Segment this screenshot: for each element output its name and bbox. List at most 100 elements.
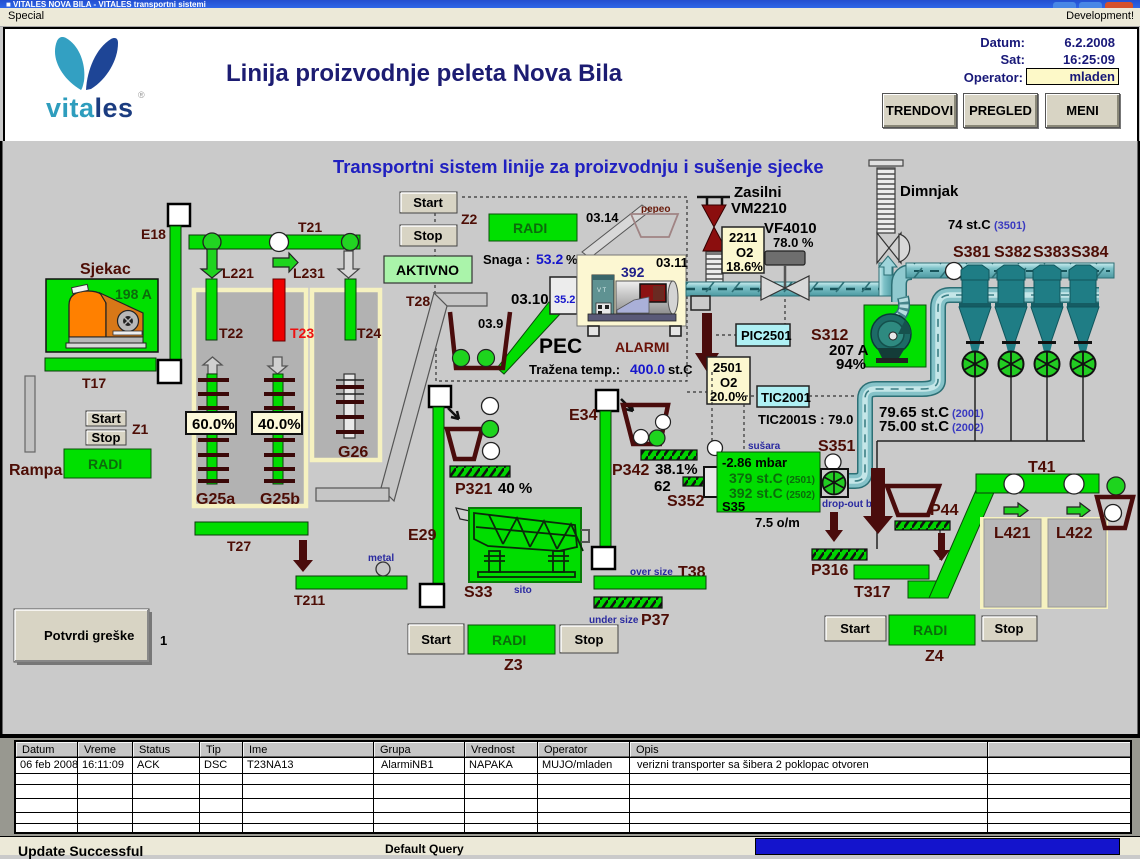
svg-text:Dimnjak: Dimnjak — [900, 183, 959, 200]
svg-text:T17: T17 — [82, 375, 106, 391]
svg-text:T41: T41 — [1028, 459, 1056, 476]
svg-text:RADI: RADI — [88, 456, 122, 472]
svg-text:V T: V T — [597, 288, 607, 294]
svg-text:L422: L422 — [1056, 525, 1093, 542]
svg-text:(3501): (3501) — [994, 220, 1026, 232]
svg-text:sušara: sušara — [748, 441, 781, 452]
svg-text:ALARMI: ALARMI — [615, 339, 669, 355]
svg-text:20.0%: 20.0% — [710, 389, 747, 404]
svg-text:400.0: 400.0 — [630, 361, 665, 377]
svg-text:TIC2001: TIC2001 — [761, 390, 811, 405]
svg-text:-2.86 mbar: -2.86 mbar — [722, 455, 787, 470]
svg-text:Stop: Stop — [414, 228, 443, 243]
svg-text:S351: S351 — [818, 438, 855, 455]
svg-text:Tražena temp.:: Tražena temp.: — [529, 362, 620, 377]
svg-text:S35: S35 — [722, 499, 745, 514]
svg-text:G25b: G25b — [260, 491, 300, 508]
svg-text:S33: S33 — [464, 584, 493, 601]
svg-text:S382: S382 — [994, 244, 1031, 261]
svg-text:03.9: 03.9 — [478, 316, 503, 331]
svg-text:VM2210: VM2210 — [731, 200, 787, 217]
svg-text:T23: T23 — [290, 325, 314, 341]
svg-text:74 st.C: 74 st.C — [948, 217, 991, 232]
svg-text:E18: E18 — [141, 226, 166, 242]
svg-text:Z2: Z2 — [461, 211, 478, 227]
svg-text:78.0 %: 78.0 % — [773, 235, 814, 250]
svg-text:Start: Start — [840, 621, 870, 636]
svg-text:Stop: Stop — [995, 621, 1024, 636]
svg-text:P321: P321 — [455, 481, 492, 498]
svg-text:T22: T22 — [219, 325, 243, 341]
svg-text:03.10: 03.10 — [511, 291, 549, 308]
svg-text:53.2: 53.2 — [536, 251, 563, 267]
svg-text:PEC: PEC — [539, 335, 582, 358]
svg-text:40.0%: 40.0% — [258, 416, 301, 433]
svg-text:P44: P44 — [930, 502, 959, 519]
svg-text:Start: Start — [413, 195, 443, 210]
svg-text:T24: T24 — [357, 325, 381, 341]
svg-text:S381: S381 — [953, 244, 990, 261]
svg-text:sito: sito — [514, 585, 532, 596]
svg-text:under size: under size — [589, 615, 639, 626]
svg-text:T28: T28 — [406, 293, 430, 309]
svg-text:T21: T21 — [298, 219, 322, 235]
svg-text:Transportni sistem linije za p: Transportni sistem linije za proizvodnju… — [333, 156, 824, 177]
svg-text:38.1%: 38.1% — [655, 461, 698, 478]
svg-text:Stop: Stop — [92, 430, 121, 445]
svg-text:RADI: RADI — [513, 220, 547, 236]
svg-text:(2001): (2001) — [952, 408, 984, 420]
svg-text:AKTIVNO: AKTIVNO — [396, 262, 459, 278]
svg-text:Start: Start — [91, 411, 121, 426]
svg-text:Snaga :: Snaga : — [483, 252, 530, 267]
svg-text:392: 392 — [621, 264, 645, 280]
svg-text:L421: L421 — [994, 525, 1031, 542]
svg-text:75.00 st.C: 75.00 st.C — [879, 418, 949, 435]
svg-text:G26: G26 — [338, 444, 368, 461]
svg-text:vitales: vitales — [46, 93, 134, 123]
svg-text:35.2: 35.2 — [554, 294, 575, 306]
svg-text:G25a: G25a — [196, 491, 235, 508]
svg-text:TIC2001S : 79.0: TIC2001S : 79.0 — [758, 412, 853, 427]
svg-text:(2002): (2002) — [952, 422, 984, 434]
svg-text:RADI: RADI — [492, 632, 526, 648]
svg-text:Zasilni: Zasilni — [734, 184, 782, 201]
svg-text:40 %: 40 % — [498, 480, 532, 497]
svg-text:03.11: 03.11 — [656, 255, 688, 270]
svg-text:Z4: Z4 — [925, 648, 944, 665]
svg-text:Start: Start — [421, 632, 451, 647]
svg-text:Sjekac: Sjekac — [80, 261, 131, 278]
svg-text:RADI: RADI — [913, 622, 947, 638]
svg-text:1: 1 — [160, 633, 167, 648]
svg-text:Z3: Z3 — [504, 657, 523, 674]
svg-text:7.5 o/m: 7.5 o/m — [755, 515, 800, 530]
svg-text:Potvrdi greške: Potvrdi greške — [44, 628, 134, 643]
svg-text:T317: T317 — [854, 584, 891, 601]
svg-text:2211: 2211 — [729, 230, 757, 245]
svg-text:Stop: Stop — [575, 632, 604, 647]
svg-text:P342: P342 — [612, 462, 649, 479]
svg-text:PIC2501: PIC2501 — [741, 328, 792, 343]
svg-text:60.0%: 60.0% — [192, 416, 235, 433]
svg-text:03.14: 03.14 — [586, 210, 619, 225]
svg-text:®: ® — [138, 90, 145, 100]
svg-text:S352: S352 — [667, 493, 704, 510]
svg-text:94%: 94% — [836, 356, 866, 373]
svg-text:O2: O2 — [736, 245, 753, 260]
svg-text:S383: S383 — [1033, 244, 1070, 261]
svg-text:Rampa: Rampa — [9, 462, 62, 479]
svg-text:P316: P316 — [811, 562, 848, 579]
svg-text:198 A: 198 A — [115, 286, 152, 302]
svg-text:O2: O2 — [720, 375, 737, 390]
svg-text:(2502): (2502) — [786, 490, 815, 501]
svg-text:P37: P37 — [641, 612, 670, 629]
svg-text:st.C: st.C — [668, 362, 693, 377]
svg-text:L221: L221 — [222, 265, 254, 281]
svg-text:E34: E34 — [569, 407, 598, 424]
svg-text:(2501): (2501) — [786, 475, 815, 486]
svg-text:L231: L231 — [293, 265, 325, 281]
svg-text:E29: E29 — [408, 527, 437, 544]
svg-text:Z1: Z1 — [132, 421, 149, 437]
svg-text:18.6%: 18.6% — [726, 259, 763, 274]
svg-text:S384: S384 — [1071, 244, 1108, 261]
svg-text:T27: T27 — [227, 538, 251, 554]
